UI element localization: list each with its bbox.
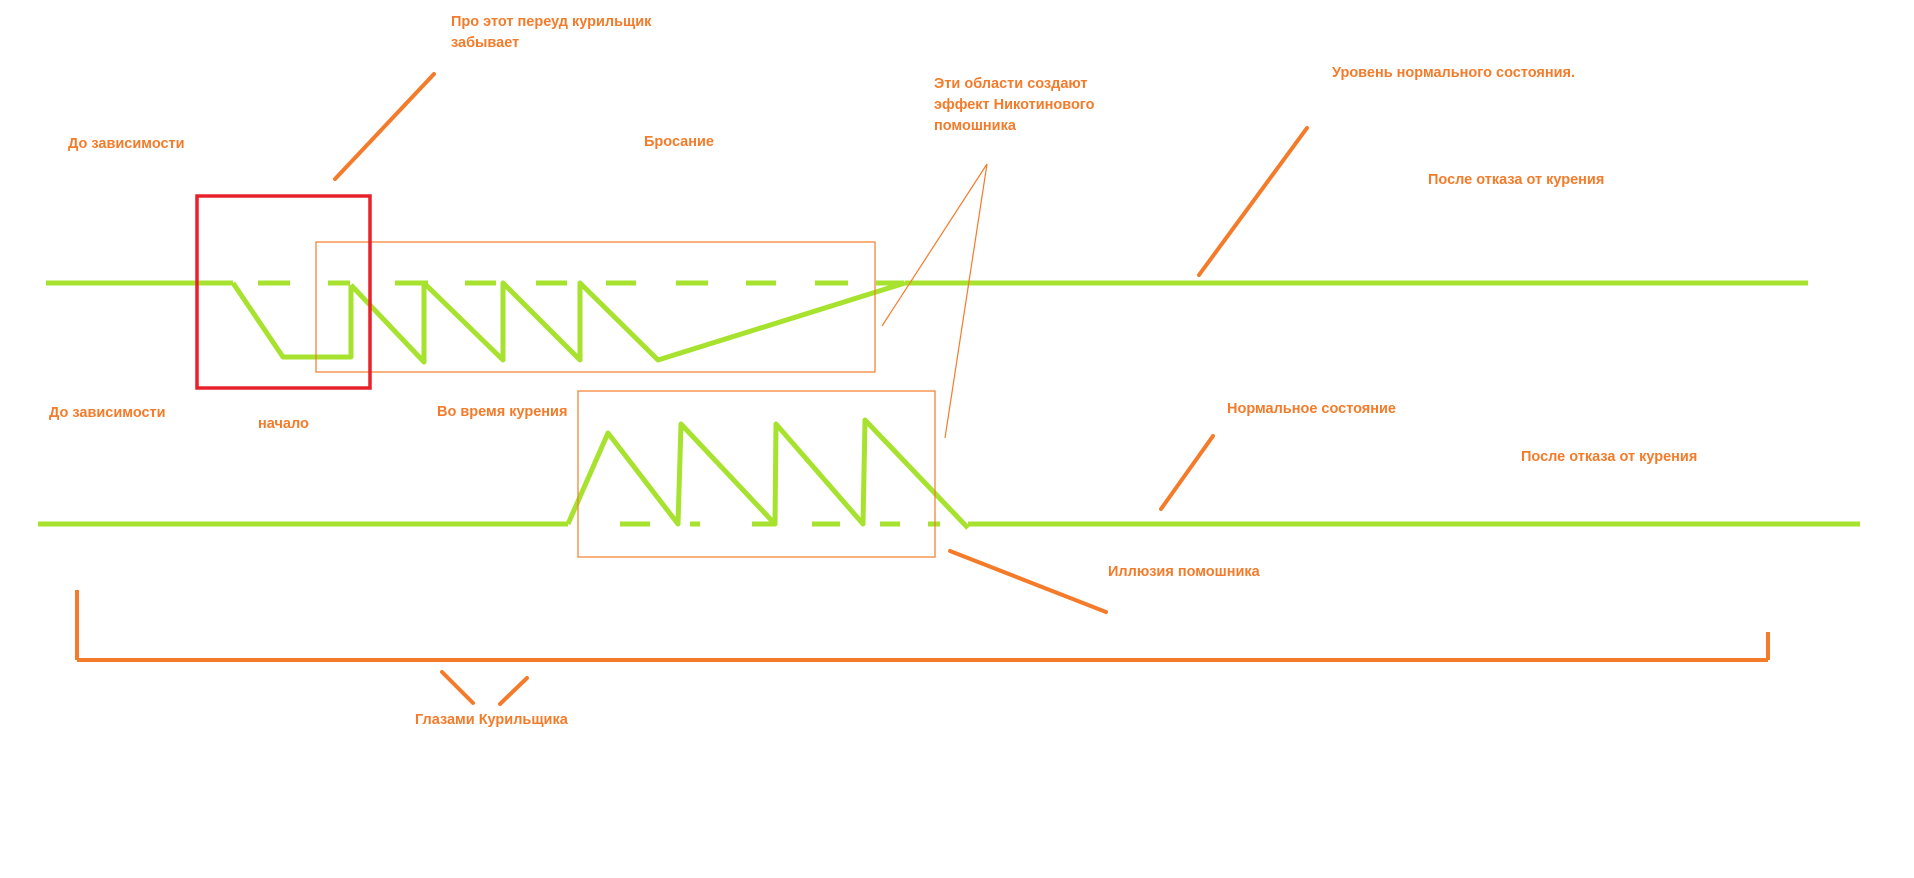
start-label: начало [258,416,309,432]
forget-period-label: Про этот переуд курильщик забывает [451,14,652,51]
smokers-eyes-label: Глазами Курильщика [415,712,568,728]
quitting-label: Бросание [644,134,714,150]
while-smoking-label: Во время курения [437,404,568,420]
top-withdrawal-dip [230,281,354,360]
helper-illusion-pointer [948,549,1108,614]
top-graph [46,194,1808,390]
smokers-eyes-bracket [75,590,1770,706]
nicotine-effect-label: Эти области создают эффект Никотинового … [934,76,1095,134]
top-area-box [315,241,876,373]
bottom-area-box [577,390,936,558]
helper-illusion-label: Иллюзия помошника [1108,564,1260,580]
bracket-caption-pointer-right [498,676,529,706]
normal-state-pointer [1159,434,1215,511]
after-quitting-bottom-label: После отказа от курения [1521,449,1698,465]
after-quitting-top-label: После отказа от курения [1428,172,1605,188]
start-highlight-box [195,194,372,390]
top-sawtooth-recovery [349,280,906,365]
normal-state-label: Нормальное состояние [1227,401,1396,417]
normal-level-label: Уровень нормального состояния. [1332,65,1576,81]
before-dependency-top-label: До зависимости [68,136,185,152]
bottom-graph [38,390,1860,558]
nicotine-effect-pointer-top [881,163,988,327]
bottom-sawtooth-smoking [565,417,970,530]
before-dependency-bottom-label: До зависимости [49,405,166,421]
forget-period-pointer [333,72,436,181]
normal-level-pointer [1197,126,1309,277]
bracket-caption-pointer-left [440,670,475,705]
annotation-pointers [333,72,1309,614]
nicotine-effect-pointer-bottom [944,163,988,439]
